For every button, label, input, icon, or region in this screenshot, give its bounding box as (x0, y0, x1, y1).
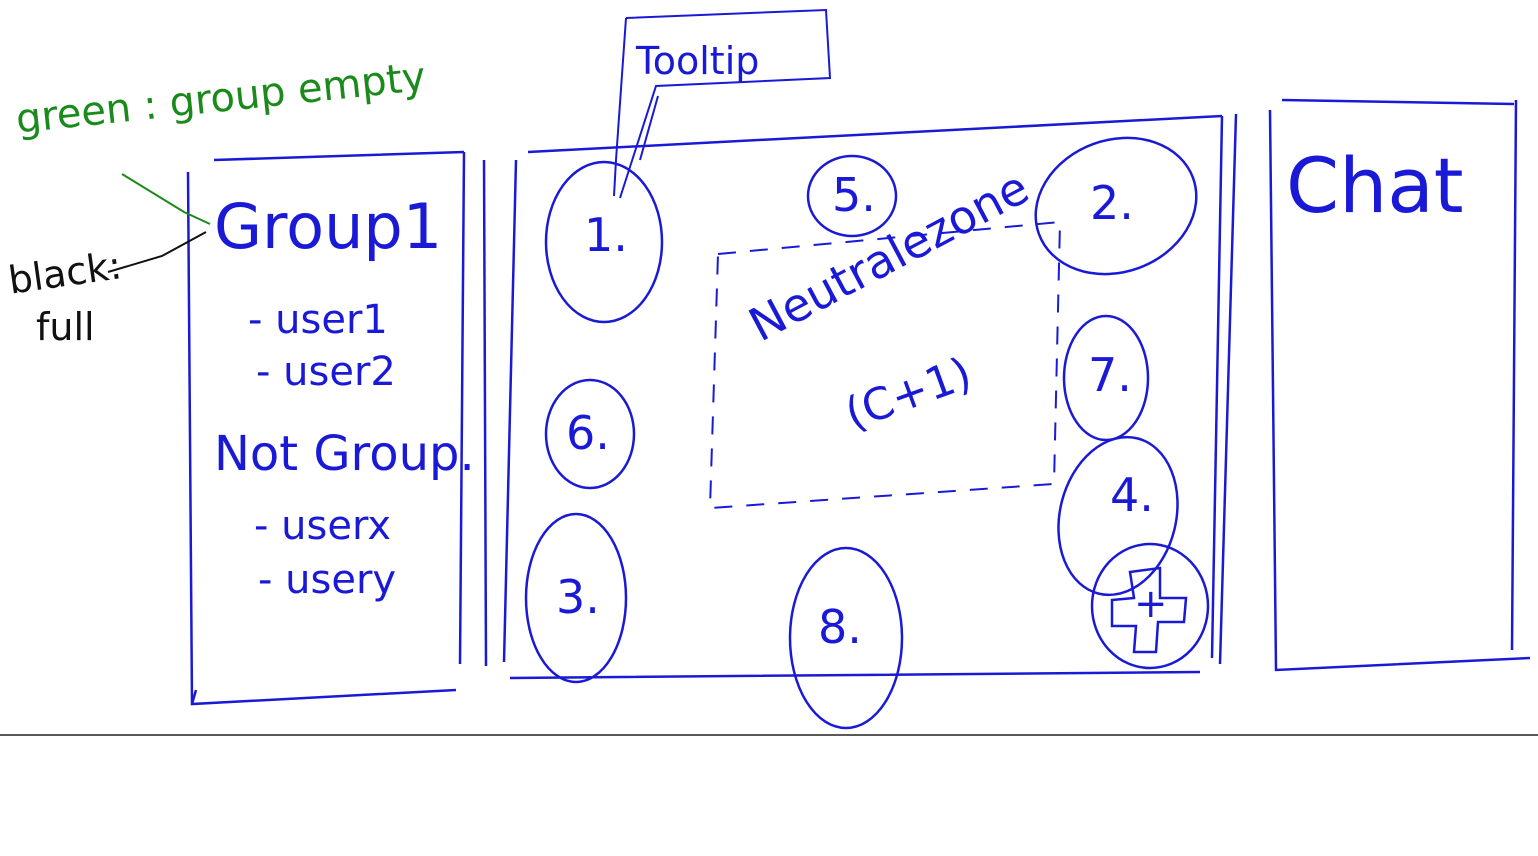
neutral-zone-outline (708, 220, 1062, 510)
add-button-cross-outline (1110, 566, 1188, 654)
group-panel-frame-inner (482, 159, 488, 667)
slot-2-outline (1034, 136, 1198, 276)
group-user-item[interactable]: - user1 (248, 297, 388, 343)
slot-4[interactable]: 4. (1110, 468, 1154, 522)
slot-1[interactable]: 1. (584, 208, 628, 262)
group-user-item[interactable]: - user2 (256, 349, 396, 395)
tooltip-box (613, 8, 832, 199)
slot-4-outline (1057, 435, 1179, 597)
add-slot-button[interactable]: + (1134, 581, 1168, 627)
slot-7-outline (1062, 314, 1150, 442)
slot-6[interactable]: 6. (566, 406, 610, 460)
group-panel-frame (186, 150, 466, 706)
black-pointer (107, 231, 207, 273)
chat-label: Chat (1286, 141, 1464, 230)
no-group-user-item[interactable]: - usery (258, 557, 397, 603)
annotation-full-label: full (36, 305, 95, 349)
slot-1-outline (544, 160, 664, 324)
chat-frame (1268, 98, 1531, 672)
slot-8-outline (788, 546, 904, 730)
slot-6-outline (544, 378, 636, 490)
add-button-outline (1090, 542, 1210, 670)
slot-3-outline (524, 512, 628, 684)
room-frame (502, 113, 1238, 680)
no-group-user-item[interactable]: - userx (254, 503, 391, 549)
slot-7[interactable]: 7. (1088, 348, 1132, 402)
slot-8[interactable]: 8. (818, 600, 862, 654)
slot-2[interactable]: 2. (1090, 176, 1134, 230)
group-title[interactable]: Group1 (214, 190, 443, 263)
slot-3[interactable]: 3. (556, 570, 600, 624)
tooltip-label: Tooltip (636, 39, 760, 83)
slot-5-outline (806, 154, 898, 238)
no-group-title[interactable]: Not Group. (214, 426, 475, 482)
slot-5[interactable]: 5. (832, 168, 876, 222)
green-pointer (121, 173, 211, 225)
